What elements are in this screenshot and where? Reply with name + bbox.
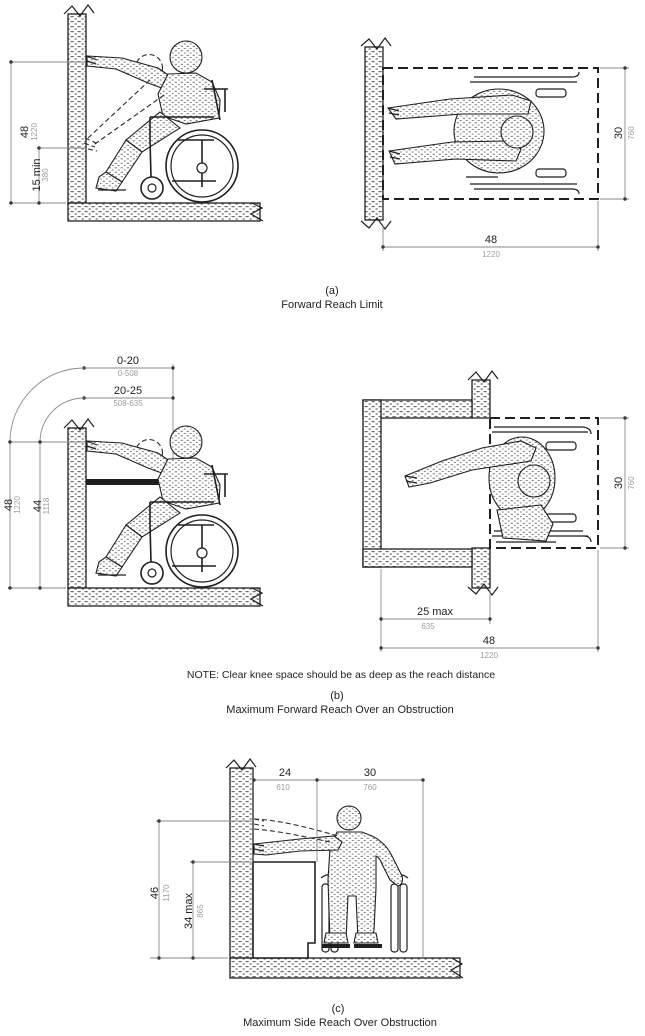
knee-space-note: NOTE: Clear knee space should be as deep… <box>187 669 495 681</box>
a-clear-length-dimension: 48 1220 <box>381 201 600 259</box>
dim-24-mm: 610 <box>276 783 290 792</box>
b-clear-width-dimension: 30 760 <box>600 416 636 550</box>
dim-20-25-in: 20-25 <box>114 385 142 397</box>
b-reach-depth-max-dimension: 25 max 635 <box>379 569 492 631</box>
a-low-reach-dimension: 15 min 380 <box>31 146 86 205</box>
dim-30-mm: 760 <box>627 476 636 490</box>
a-clear-width-dimension: 30 760 <box>600 66 636 201</box>
floor <box>67 587 261 607</box>
b-reach-depth-dimensions: 0-20 0-508 20-25 508-635 <box>9 355 175 480</box>
caption-a-letter: (a) <box>325 285 338 297</box>
wall-plan-lower <box>471 547 491 589</box>
b-side-elevation: 0-20 0-508 20-25 508-635 48 1220 44 1118 <box>3 355 264 607</box>
dim-0-20-in: 0-20 <box>117 355 139 367</box>
obstruction-counter <box>86 479 173 485</box>
extended-arm <box>253 835 343 856</box>
wheelchair-user-side <box>86 40 239 203</box>
right-wheel <box>399 883 408 953</box>
wheelchair-user-plan <box>404 426 592 543</box>
wheelchair-user-plan <box>387 71 580 195</box>
dim-44-in: 44 <box>32 500 44 512</box>
wall-plan <box>364 46 384 221</box>
wheelchair-user-front <box>253 805 409 953</box>
footrest <box>322 944 350 948</box>
wall <box>67 13 87 204</box>
footrest <box>354 944 382 948</box>
reach-sweep-dashed <box>83 79 165 152</box>
b-plan-view: 25 max 635 48 1220 30 760 <box>362 369 636 660</box>
section-b-forward-reach-over-obstruction: 0-20 0-508 20-25 508-635 48 1220 44 1118 <box>3 355 636 716</box>
obstruction-counter <box>252 861 316 959</box>
wall-plan-upper <box>471 379 491 419</box>
c-left-dimensions: 46 1170 34 max 865 <box>149 819 253 960</box>
floor <box>229 957 461 979</box>
wall-break-icon <box>360 217 392 231</box>
wall-break-icon <box>225 757 257 771</box>
dim-30-in: 30 <box>613 477 625 489</box>
right-wheel <box>390 883 399 953</box>
floor <box>67 202 261 222</box>
c-top-dimensions: 24 610 30 760 <box>252 767 425 958</box>
floor-break-icon <box>249 202 264 222</box>
dim-44-mm: 1118 <box>42 497 51 514</box>
floor-break-icon <box>449 957 464 979</box>
dim-25max-mm: 635 <box>421 622 435 631</box>
a-high-reach-dimension: 48 1220 <box>9 60 86 205</box>
dim-48-mm: 1220 <box>480 651 498 660</box>
dim-34max-in: 34 max <box>183 892 195 929</box>
b-clear-length-dimension: 48 1220 <box>379 550 600 660</box>
dim-48-mm: 1220 <box>30 123 39 141</box>
wheelchair-user-side <box>86 425 239 588</box>
dim-46-in: 46 <box>149 887 161 899</box>
clear-floor-space-dashed <box>382 67 599 200</box>
caption-c-title: Maximum Side Reach Over Obstruction <box>243 1017 437 1029</box>
dim-15min-in: 15 min <box>31 158 43 191</box>
wall-break-icon <box>63 3 95 17</box>
wall-break-icon <box>360 36 392 50</box>
alcove-bottom-wall <box>362 548 473 568</box>
dim-25max-in: 25 max <box>417 606 454 618</box>
caption-b-title: Maximum Forward Reach Over an Obstructio… <box>226 704 453 716</box>
caption-c-letter: (c) <box>332 1003 345 1015</box>
dim-24-in: 24 <box>279 767 291 779</box>
dim-30-mm: 760 <box>627 126 636 140</box>
dim-46-mm: 1170 <box>162 884 171 902</box>
wall-break-icon <box>467 369 499 383</box>
reach-sweep-dashed <box>253 818 339 843</box>
caption-b-letter: (b) <box>330 690 343 702</box>
b-reach-height-dimensions: 48 1220 44 1118 <box>3 440 86 590</box>
dim-15min-mm: 380 <box>41 168 50 182</box>
wall-break-icon <box>467 583 499 597</box>
dim-48-in: 48 <box>19 126 31 138</box>
dim-20-25-mm: 508-635 <box>113 399 143 408</box>
dim-0-20-mm: 0-508 <box>118 369 139 378</box>
dim-30-mm: 760 <box>363 783 377 792</box>
alcove-side-wall <box>362 399 382 568</box>
a-plan-view: 30 760 48 1220 <box>360 36 636 259</box>
dim-48-in: 48 <box>485 234 497 246</box>
dim-48-in: 48 <box>483 635 495 647</box>
wall <box>229 767 254 959</box>
wall-break-icon <box>63 417 95 431</box>
a-side-elevation: 48 1220 15 min 380 <box>9 3 264 222</box>
head <box>336 805 362 831</box>
section-c-side-reach-over-obstruction: 24 610 30 760 46 1170 34 max 865 (c) Max… <box>149 757 464 1029</box>
wall <box>67 427 87 589</box>
dim-34max-mm: 865 <box>196 904 205 918</box>
floor-break-icon <box>249 587 264 607</box>
section-a-forward-reach-limit: 48 1220 15 min 380 <box>9 3 636 311</box>
dim-30-in: 30 <box>613 127 625 139</box>
caption-a-title: Forward Reach Limit <box>281 299 382 311</box>
dim-48-in: 48 <box>3 499 15 511</box>
dim-48-mm: 1220 <box>482 250 500 259</box>
dim-30-in: 30 <box>364 767 376 779</box>
dim-48-mm: 1220 <box>13 496 22 514</box>
